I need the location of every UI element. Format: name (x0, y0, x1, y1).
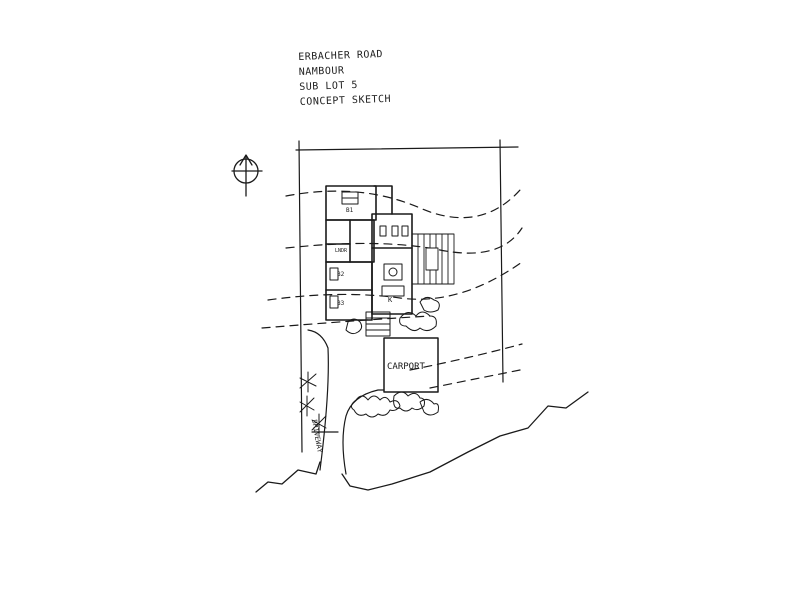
carport (383, 337, 439, 393)
driveway-label: DRIVEWAY (310, 419, 324, 454)
furniture-hints (329, 191, 409, 337)
room-label-bed2: B2 (337, 271, 345, 278)
north-arrow-icon (231, 154, 263, 197)
room-label-kitchen: K (388, 296, 393, 304)
landscaping-shrubs (345, 296, 440, 418)
room-label-bed1: B1 (346, 207, 354, 214)
deck-hatched (411, 233, 455, 285)
palm-tree-icons (299, 371, 327, 435)
carport-label: CARPORT (387, 362, 426, 372)
road-edge-line (255, 391, 589, 493)
driveway (307, 329, 385, 475)
room-label-bed3: B3 (337, 300, 345, 307)
room-label-laundry: LNDR (335, 248, 348, 254)
